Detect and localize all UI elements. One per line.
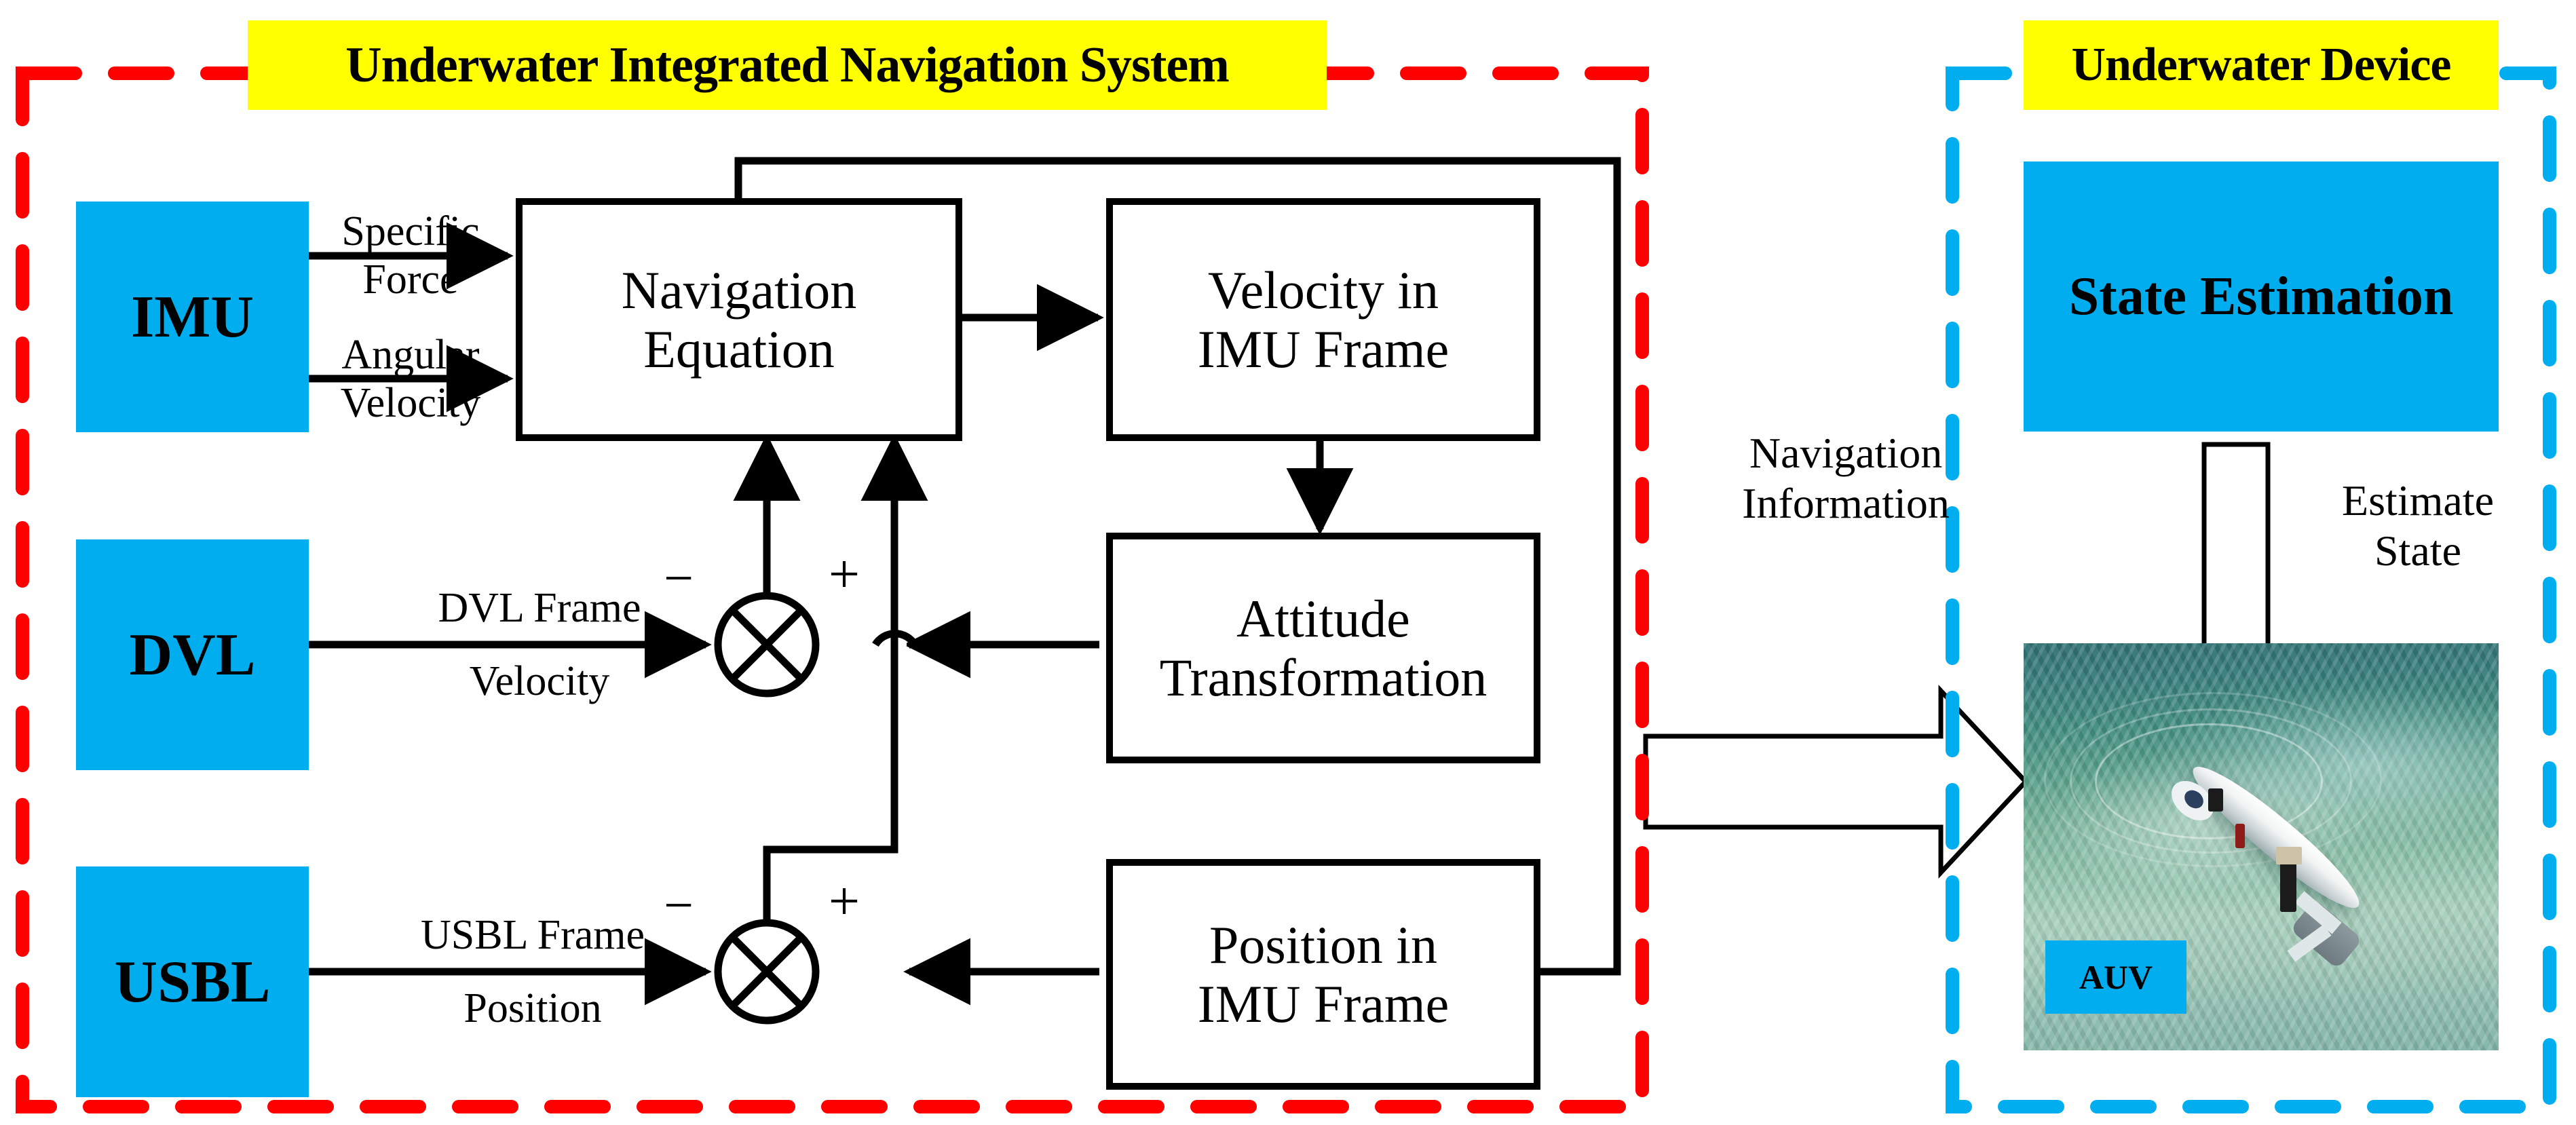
navigation-information-arrow (1643, 685, 2029, 879)
sensor-label-imu: IMU (131, 284, 254, 350)
nav-system-title: Underwater Integrated Navigation System (345, 37, 1230, 93)
edge-label-specific-force: Specific Force (309, 195, 512, 316)
position-imu-line-1: Position in (1209, 915, 1437, 974)
auv-marker (2235, 824, 2245, 848)
navigation-information-text: Navigation Information (1742, 429, 1950, 527)
sensor-block-usbl[interactable]: USBL (76, 866, 309, 1097)
water-ripple (2044, 692, 2382, 867)
sensor-label-dvl: DVL (129, 622, 256, 688)
auv-photo: AUV (2024, 643, 2499, 1050)
edge-label-dvl-frame: DVL Frame (380, 584, 699, 634)
usbl-frame-text: USBL Frame (420, 912, 645, 959)
nav-equation-line-2: Equation (643, 320, 835, 379)
state-estimation-block[interactable]: State Estimation (2024, 161, 2499, 432)
dvl-summing-junction (714, 592, 820, 698)
dvl-velocity-text: Velocity (469, 658, 610, 705)
edge-label-estimate-state: Estimate State (2306, 461, 2530, 590)
dvl-sum-minus-sign: − (664, 548, 694, 607)
process-block-velocity-imu[interactable]: Velocity in IMU Frame (1106, 198, 1540, 441)
usbl-summing-junction (714, 919, 820, 1025)
edge-label-usbl-frame: USBL Frame (366, 911, 699, 961)
edge-label-angular-velocity: Angular Velocity (309, 319, 512, 440)
edge-label-usbl-position: Position (366, 984, 699, 1034)
dvl-frame-text: DVL Frame (438, 585, 641, 632)
auv-mast (2280, 859, 2296, 912)
velocity-imu-line-1: Velocity in (1207, 260, 1439, 320)
auv-mast-cap (2276, 847, 2302, 864)
dvl-sum-plus-sign: + (828, 543, 860, 605)
specific-force-text: Specific Force (341, 208, 480, 303)
position-imu-line-2: IMU Frame (1197, 974, 1450, 1033)
usbl-sum-minus-sign: − (664, 875, 694, 934)
edge-label-navigation-information: Navigation Information (1656, 414, 2036, 543)
device-title: Underwater Device (2071, 39, 2452, 91)
state-estimation-label: State Estimation (2068, 266, 2454, 326)
auv-tag-text: AUV (2079, 958, 2153, 996)
sensor-block-imu[interactable]: IMU (76, 202, 309, 432)
sensor-label-usbl: USBL (114, 949, 271, 1015)
nav-equation-line-1: Navigation (621, 260, 857, 320)
sensor-block-dvl[interactable]: DVL (76, 539, 309, 770)
attitude-line-2: Transformation (1159, 648, 1488, 707)
process-block-nav-equation[interactable]: Navigation Equation (516, 198, 962, 441)
auv-mast (2208, 788, 2223, 812)
estimate-state-text: Estimate State (2342, 476, 2494, 575)
nav-system-panel-border (16, 66, 1649, 1113)
velocity-imu-line-2: IMU Frame (1197, 320, 1450, 379)
nav-system-title-banner: Underwater Integrated Navigation System (248, 20, 1327, 110)
usbl-position-text: Position (463, 985, 602, 1032)
edge-label-dvl-velocity: Velocity (380, 657, 699, 707)
device-title-banner: Underwater Device (2024, 20, 2499, 110)
auv-photo-tag: AUV (2045, 940, 2186, 1014)
process-block-attitude[interactable]: Attitude Transformation (1106, 533, 1540, 763)
angular-velocity-text: Angular Velocity (340, 331, 481, 426)
process-block-position-imu[interactable]: Position in IMU Frame (1106, 859, 1540, 1090)
attitude-line-1: Attitude (1236, 588, 1410, 648)
usbl-sum-plus-sign: + (828, 870, 860, 932)
